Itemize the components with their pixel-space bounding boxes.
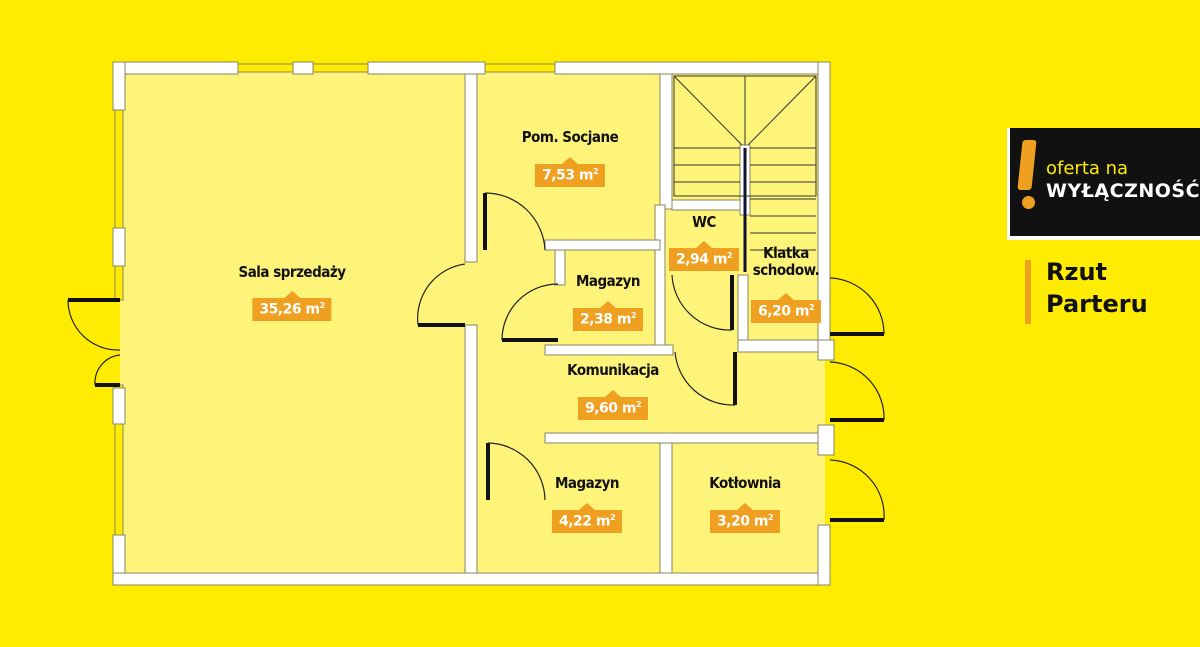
area-unit-sup: 2	[767, 513, 774, 522]
area-value: 6,20	[757, 303, 791, 320]
room-name-klatka: Klatka schodow.	[752, 244, 820, 279]
room-name-wc: WC	[692, 213, 716, 231]
area-value: 3,20	[716, 513, 750, 530]
badge-line2: WYŁĄCZNOŚĆ	[1046, 180, 1200, 202]
area-unit-sup: 2	[726, 251, 733, 260]
badge-line1: oferta na	[1046, 158, 1129, 179]
exclamation-icon	[1017, 140, 1037, 190]
area-unit-sup: 2	[609, 513, 616, 522]
room-area-komunikacja: 9,60 m2	[577, 390, 649, 420]
area-unit: m	[616, 311, 632, 328]
area-unit-sup: 2	[319, 301, 326, 310]
room-area-pom-socjane: 7,53 m2	[534, 157, 606, 187]
room-name-magazyn-small: Magazyn	[575, 272, 641, 290]
room-area-magazyn-small: 2,38 m2	[572, 301, 644, 331]
area-unit-sup: 2	[592, 167, 599, 176]
stairs	[673, 75, 817, 272]
badge-background: oferta na WYŁĄCZNOŚĆ	[1010, 128, 1200, 236]
area-unit-sup: 2	[635, 400, 642, 409]
exclusive-offer-badge: oferta na WYŁĄCZNOŚĆ	[1007, 128, 1200, 240]
room-name-komunikacja: Komunikacja	[567, 361, 659, 379]
walls	[112, 61, 835, 586]
area-unit: m	[578, 167, 594, 184]
exclamation-dot-icon	[1022, 196, 1035, 209]
area-value: 9,60	[584, 400, 618, 417]
area-value: 4,22	[558, 513, 592, 530]
plan-title: Rzut Parteru	[1046, 256, 1148, 320]
plan-title-line2: Parteru	[1046, 290, 1148, 318]
area-value: 2,38	[579, 311, 613, 328]
area-value: 7,53	[541, 167, 575, 184]
area-unit-sup: 2	[808, 303, 815, 312]
plan-title-line1: Rzut	[1046, 258, 1108, 286]
room-name-kotlownia: Kotłownia	[709, 474, 781, 492]
room-name-pom-socjane: Pom. Socjane	[521, 128, 619, 146]
area-unit: m	[753, 513, 769, 530]
room-name-sala: Sala sprzedaży	[238, 263, 346, 281]
area-unit: m	[595, 513, 611, 530]
room-area-wc: 2,94 m2	[668, 241, 740, 271]
area-unit: m	[794, 303, 810, 320]
area-unit: m	[305, 301, 321, 318]
room-area-sala: 35,26 m2	[252, 291, 332, 321]
room-area-kotlownia: 3,20 m2	[709, 503, 781, 533]
room-area-magazyn-large: 4,22 m2	[551, 503, 623, 533]
area-value: 35,26	[259, 301, 302, 318]
room-area-klatka: 6,20 m2	[750, 293, 822, 323]
title-accent-bar	[1025, 260, 1031, 324]
area-value: 2,94	[675, 251, 709, 268]
area-unit: m	[621, 400, 637, 417]
doors	[67, 192, 885, 522]
area-unit-sup: 2	[630, 311, 637, 320]
area-unit: m	[712, 251, 728, 268]
room-name-magazyn-large: Magazyn	[554, 474, 620, 492]
